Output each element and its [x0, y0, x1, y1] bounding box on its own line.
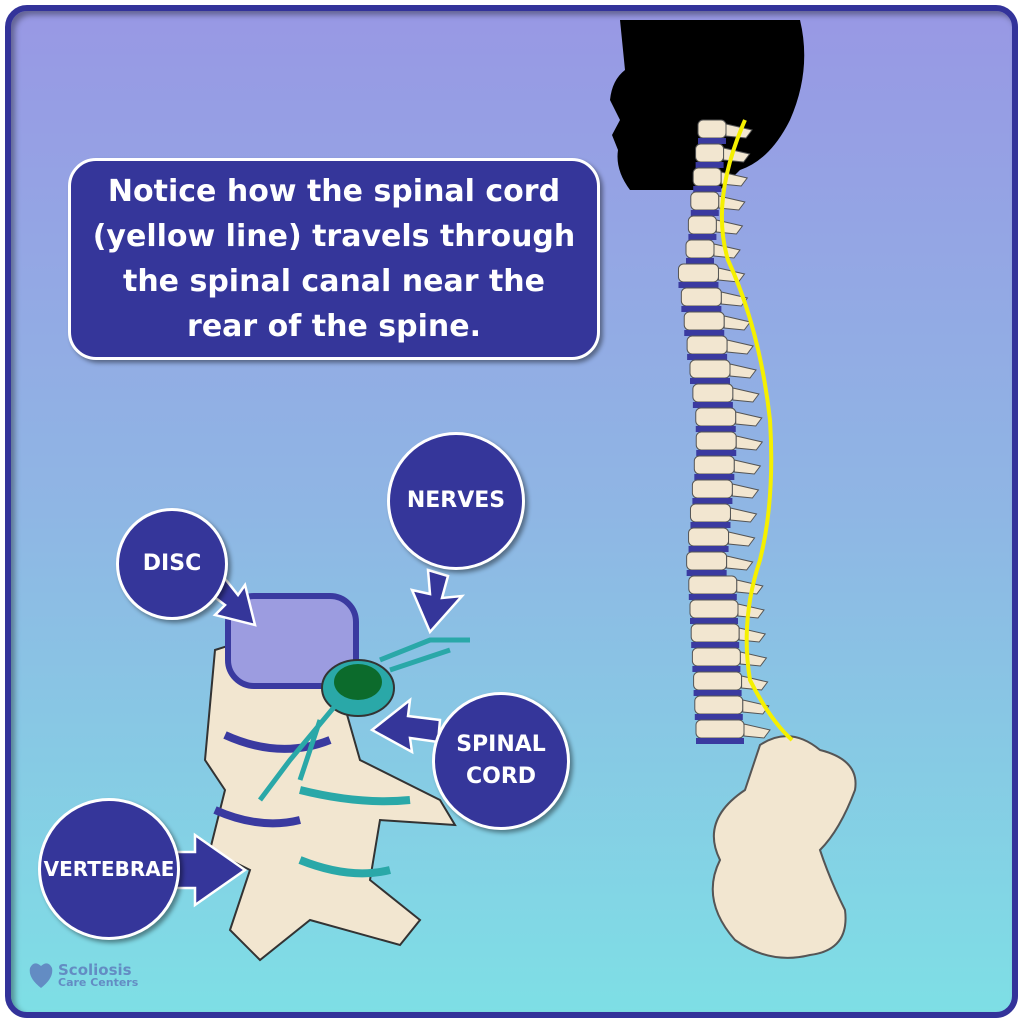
label-cord-text-2: CORD [465, 764, 537, 789]
vertebra [695, 431, 737, 451]
intervertebral-disc [686, 258, 714, 264]
spinous-process [726, 555, 754, 571]
vertebra [689, 599, 739, 619]
spinous-process [735, 435, 764, 451]
intervertebral-disc [693, 186, 722, 192]
spinous-process [720, 291, 749, 307]
vertebra [687, 215, 717, 235]
vertebra [691, 479, 733, 499]
vertebra [689, 359, 731, 379]
intervertebral-disc [696, 738, 744, 744]
intervertebral-disc [678, 282, 719, 288]
intervertebral-disc [684, 330, 725, 336]
intervertebral-disc [688, 546, 729, 552]
intervertebral-disc [692, 402, 733, 408]
spinous-process [742, 699, 770, 715]
vertebra [692, 383, 734, 403]
intervertebral-disc [686, 570, 727, 576]
spinous-process [733, 459, 762, 475]
vertebra [683, 311, 725, 331]
vertebra [697, 119, 727, 139]
spinous-process [728, 531, 756, 547]
vertebra [691, 647, 741, 667]
intervertebral-disc [693, 690, 742, 696]
spinous-process [737, 603, 765, 619]
spinous-process [743, 723, 771, 739]
vertebra [690, 191, 720, 211]
intervertebral-disc [698, 138, 726, 144]
logo-text-1: Scoliosis [58, 960, 132, 979]
heart-spine-logo-icon [29, 963, 53, 988]
intervertebral-disc [691, 642, 740, 648]
skull-silhouette [610, 20, 805, 190]
intervertebral-disc [696, 450, 737, 456]
intervertebral-disc [695, 426, 736, 432]
vertebra [686, 551, 728, 571]
arrow-spinal-cord [369, 697, 442, 755]
sacrum [711, 735, 857, 959]
intervertebral-disc [692, 498, 733, 504]
vertebra [685, 239, 715, 259]
intervertebral-disc [694, 474, 735, 480]
spinous-process [732, 387, 760, 403]
vertebra [690, 623, 740, 643]
vertebra [688, 575, 738, 595]
vertebra [677, 263, 719, 283]
spinous-process [718, 195, 746, 211]
spinous-process [731, 483, 760, 499]
spinous-process [726, 339, 754, 355]
info-callout: Notice how the spinal cord (yellow line)… [68, 158, 600, 360]
vertebra [695, 719, 745, 739]
nerve-fibers [258, 637, 470, 802]
vertebra [695, 143, 725, 163]
label-vertebrae: VERTEBRAE [38, 798, 180, 940]
label-disc-text: DISC [142, 551, 202, 576]
intervertebral-disc [688, 594, 737, 600]
intervertebral-disc [688, 234, 717, 240]
vertebra [686, 335, 728, 355]
vertebra [688, 527, 730, 547]
vertebrae-closeup [203, 593, 470, 962]
arrow-vertebrae [173, 832, 248, 908]
intervertebral-disc [690, 522, 731, 528]
vertebra [680, 287, 722, 307]
label-spinal-text-1: SPINAL [456, 732, 546, 757]
logo-text-2: Care Centers [58, 975, 139, 989]
vertebra [695, 407, 737, 427]
label-disc: DISC [116, 508, 228, 620]
intervertebral-disc [692, 666, 741, 672]
intervertebral-disc [690, 378, 730, 384]
spinal-cord-section [334, 664, 382, 700]
arrow-nerves [409, 568, 466, 635]
label-spinal-cord: SPINAL CORD [432, 692, 570, 830]
spinous-process [739, 651, 768, 667]
callout-text: Notice how the spinal cord (yellow line)… [92, 174, 576, 344]
vertebra [693, 455, 735, 475]
spinous-process [735, 411, 763, 427]
spinous-process [723, 315, 752, 331]
label-vertebrae-text: VERTEBRAE [43, 857, 175, 881]
spine-column [677, 119, 771, 744]
intervertebral-disc [694, 714, 743, 720]
vertebra [689, 503, 731, 523]
spinal-cord-line [719, 119, 794, 742]
spinous-process [729, 507, 758, 523]
intervertebral-disc [687, 354, 728, 360]
spinous-process [729, 363, 757, 379]
intervertebral-disc [695, 162, 724, 168]
label-nerves-text: NERVES [406, 488, 506, 513]
vertebra [694, 695, 744, 715]
vertebra [693, 671, 743, 691]
label-nerves: NERVES [387, 432, 525, 570]
intervertebral-disc [681, 306, 722, 312]
intervertebral-disc [690, 210, 719, 216]
intervertebral-disc [690, 618, 738, 624]
vertebra [692, 167, 722, 187]
spinous-process [738, 627, 767, 643]
disc-shape [225, 593, 359, 689]
